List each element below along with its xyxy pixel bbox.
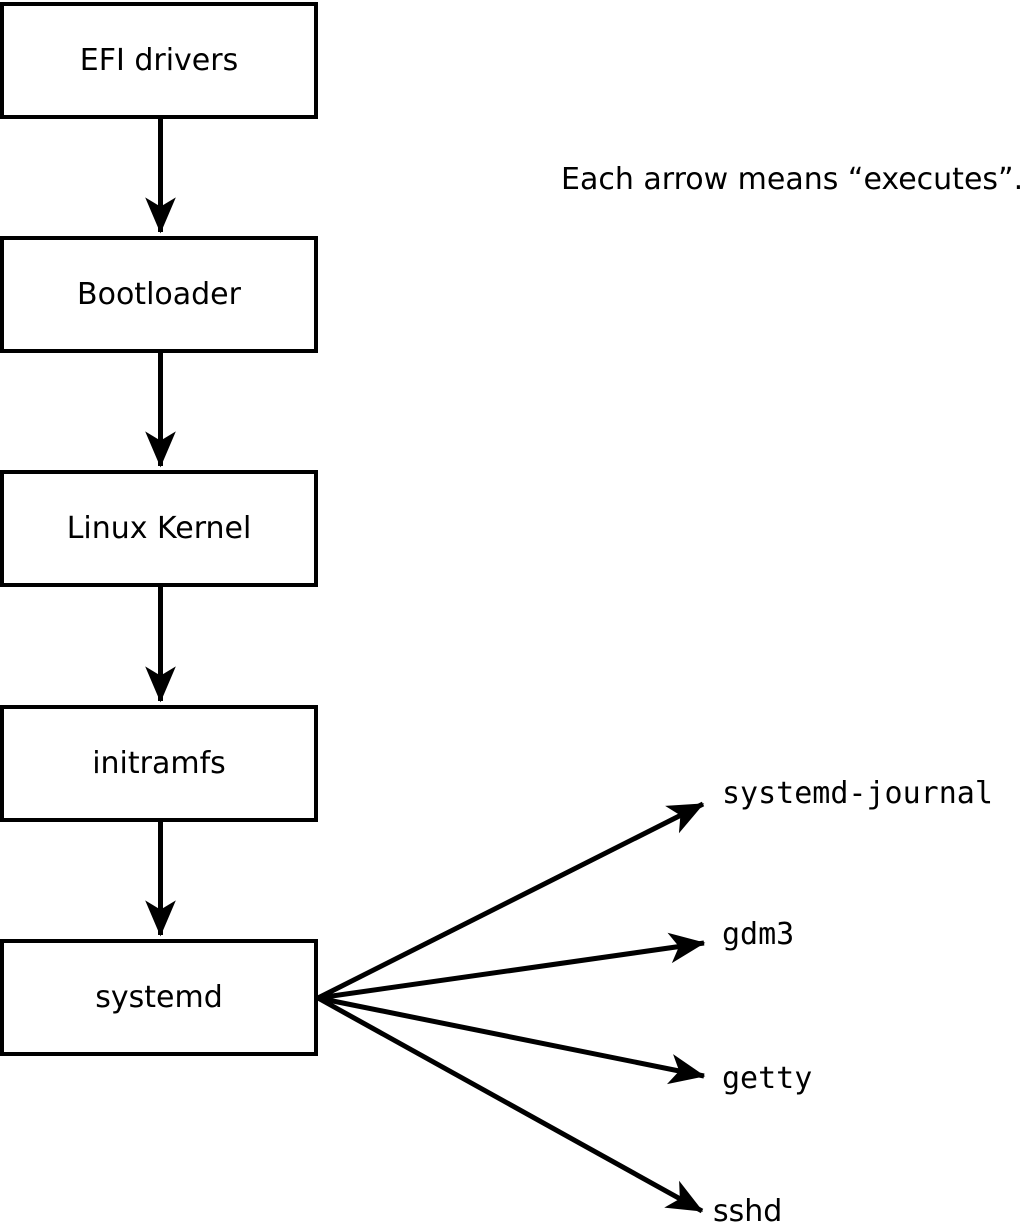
arrow-systemd-to-journal xyxy=(316,801,705,1001)
node-efi-drivers: EFI drivers xyxy=(0,2,318,119)
node-initramfs: initramfs xyxy=(0,705,318,822)
node-efi-drivers-label: EFI drivers xyxy=(79,42,239,78)
node-gdm3: gdm3 xyxy=(722,917,795,952)
node-getty: getty xyxy=(722,1061,813,1096)
arrow-meaning-note: Each arrow means “executes”. xyxy=(561,162,1023,197)
node-systemd-label: systemd xyxy=(95,979,223,1015)
node-linux-kernel-label: Linux Kernel xyxy=(66,510,252,546)
node-systemd: systemd xyxy=(0,939,318,1056)
node-bootloader: Bootloader xyxy=(0,236,318,353)
node-initramfs-label: initramfs xyxy=(92,745,226,781)
node-linux-kernel: Linux Kernel xyxy=(0,470,318,587)
arrow-systemd-to-sshd xyxy=(316,995,704,1214)
node-systemd-journal: systemd-journal xyxy=(722,776,993,811)
arrow-systemd-to-getty xyxy=(317,995,706,1085)
node-sshd: sshd xyxy=(713,1194,783,1229)
arrow-systemd-to-gdm3 xyxy=(317,932,706,1001)
node-bootloader-label: Bootloader xyxy=(77,276,241,312)
